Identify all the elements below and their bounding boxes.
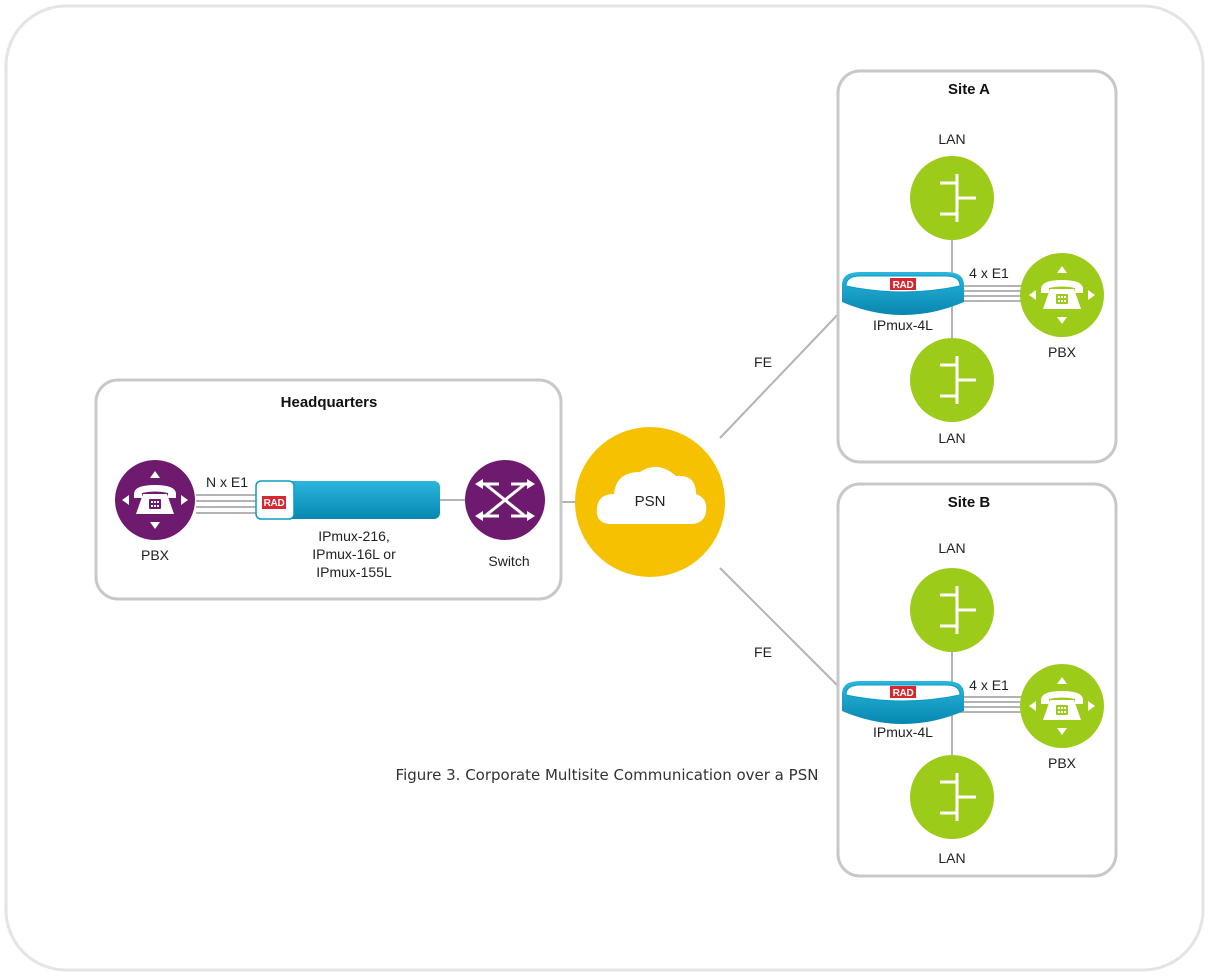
site-b-ipmux-device: RAD: [842, 681, 964, 724]
psn-to-site-a-link: [719, 306, 846, 439]
site-a-ipmux-device: RAD: [842, 272, 964, 315]
site-a-frame: [836, 69, 1118, 464]
site-a-lan-top-label: LAN: [938, 131, 965, 147]
headquarters-group: Headquarters PBX N x E1 RAD IPmux-216,: [94, 378, 563, 601]
switch-icon: [465, 460, 545, 540]
site-b-device-label: IPmux-4L: [873, 724, 933, 740]
site-b-pbx-icon: [1020, 664, 1104, 748]
cloud-icon: [596, 466, 707, 524]
hq-pbx-label: PBX: [141, 547, 170, 563]
site-a-title: Site A: [948, 81, 990, 98]
site-a-group: Site A LAN RAD IPmux-4L 4 x E1: [836, 69, 1118, 464]
site-b-pbx-label: PBX: [1048, 755, 1077, 771]
psn-to-site-b-link: [719, 567, 846, 694]
figure-caption: Figure 3. Corporate Multisite Communicat…: [396, 766, 819, 784]
site-b-fe-label: FE: [754, 644, 772, 660]
hq-e1-links: [196, 494, 256, 514]
svg-text:RAD: RAD: [893, 280, 914, 291]
rad-logo: RAD: [262, 496, 286, 509]
hq-ipmux-device: RAD: [255, 480, 440, 520]
site-a-link-label: 4 x E1: [969, 265, 1009, 281]
site-a-pbx-label: PBX: [1048, 344, 1077, 360]
site-a-pbx-icon: [1020, 253, 1104, 337]
site-b-link-label: 4 x E1: [969, 677, 1009, 693]
site-b-lan-bottom-icon: [910, 755, 994, 839]
hq-device-label-line2: IPmux-16L or: [312, 546, 396, 562]
svg-text:RAD: RAD: [264, 498, 285, 509]
hq-pbx-icon: [115, 460, 195, 540]
rad-logo: RAD: [890, 686, 916, 699]
site-a-lan-top-icon: [910, 156, 994, 240]
site-b-lan-top-label: LAN: [938, 540, 965, 556]
site-b-lan-top-icon: [910, 568, 994, 652]
site-b-lan-bottom-label: LAN: [938, 850, 965, 866]
site-a-e1-links: [960, 285, 1022, 302]
psn-label: PSN: [635, 493, 666, 510]
site-b-title: Site B: [948, 494, 991, 511]
rad-logo: RAD: [890, 278, 916, 291]
headquarters-title: Headquarters: [281, 394, 378, 411]
site-a-fe-label: FE: [754, 354, 772, 370]
hq-device-label-line3: IPmux-155L: [316, 564, 392, 580]
site-b-frame: [836, 482, 1118, 878]
site-b-e1-links: [960, 696, 1022, 713]
switch-label: Switch: [488, 553, 529, 569]
hq-device-label-line1: IPmux-216,: [318, 528, 390, 544]
hq-link-label: N x E1: [206, 474, 248, 490]
svg-text:RAD: RAD: [893, 688, 914, 699]
site-a-lan-bottom-icon: [910, 338, 994, 422]
site-b-group: Site B LAN RAD IPmux-4L 4 x E1 PBX: [836, 482, 1118, 878]
site-a-lan-bottom-label: LAN: [938, 430, 965, 446]
psn-cloud: [575, 427, 725, 577]
site-a-device-label: IPmux-4L: [873, 317, 933, 333]
